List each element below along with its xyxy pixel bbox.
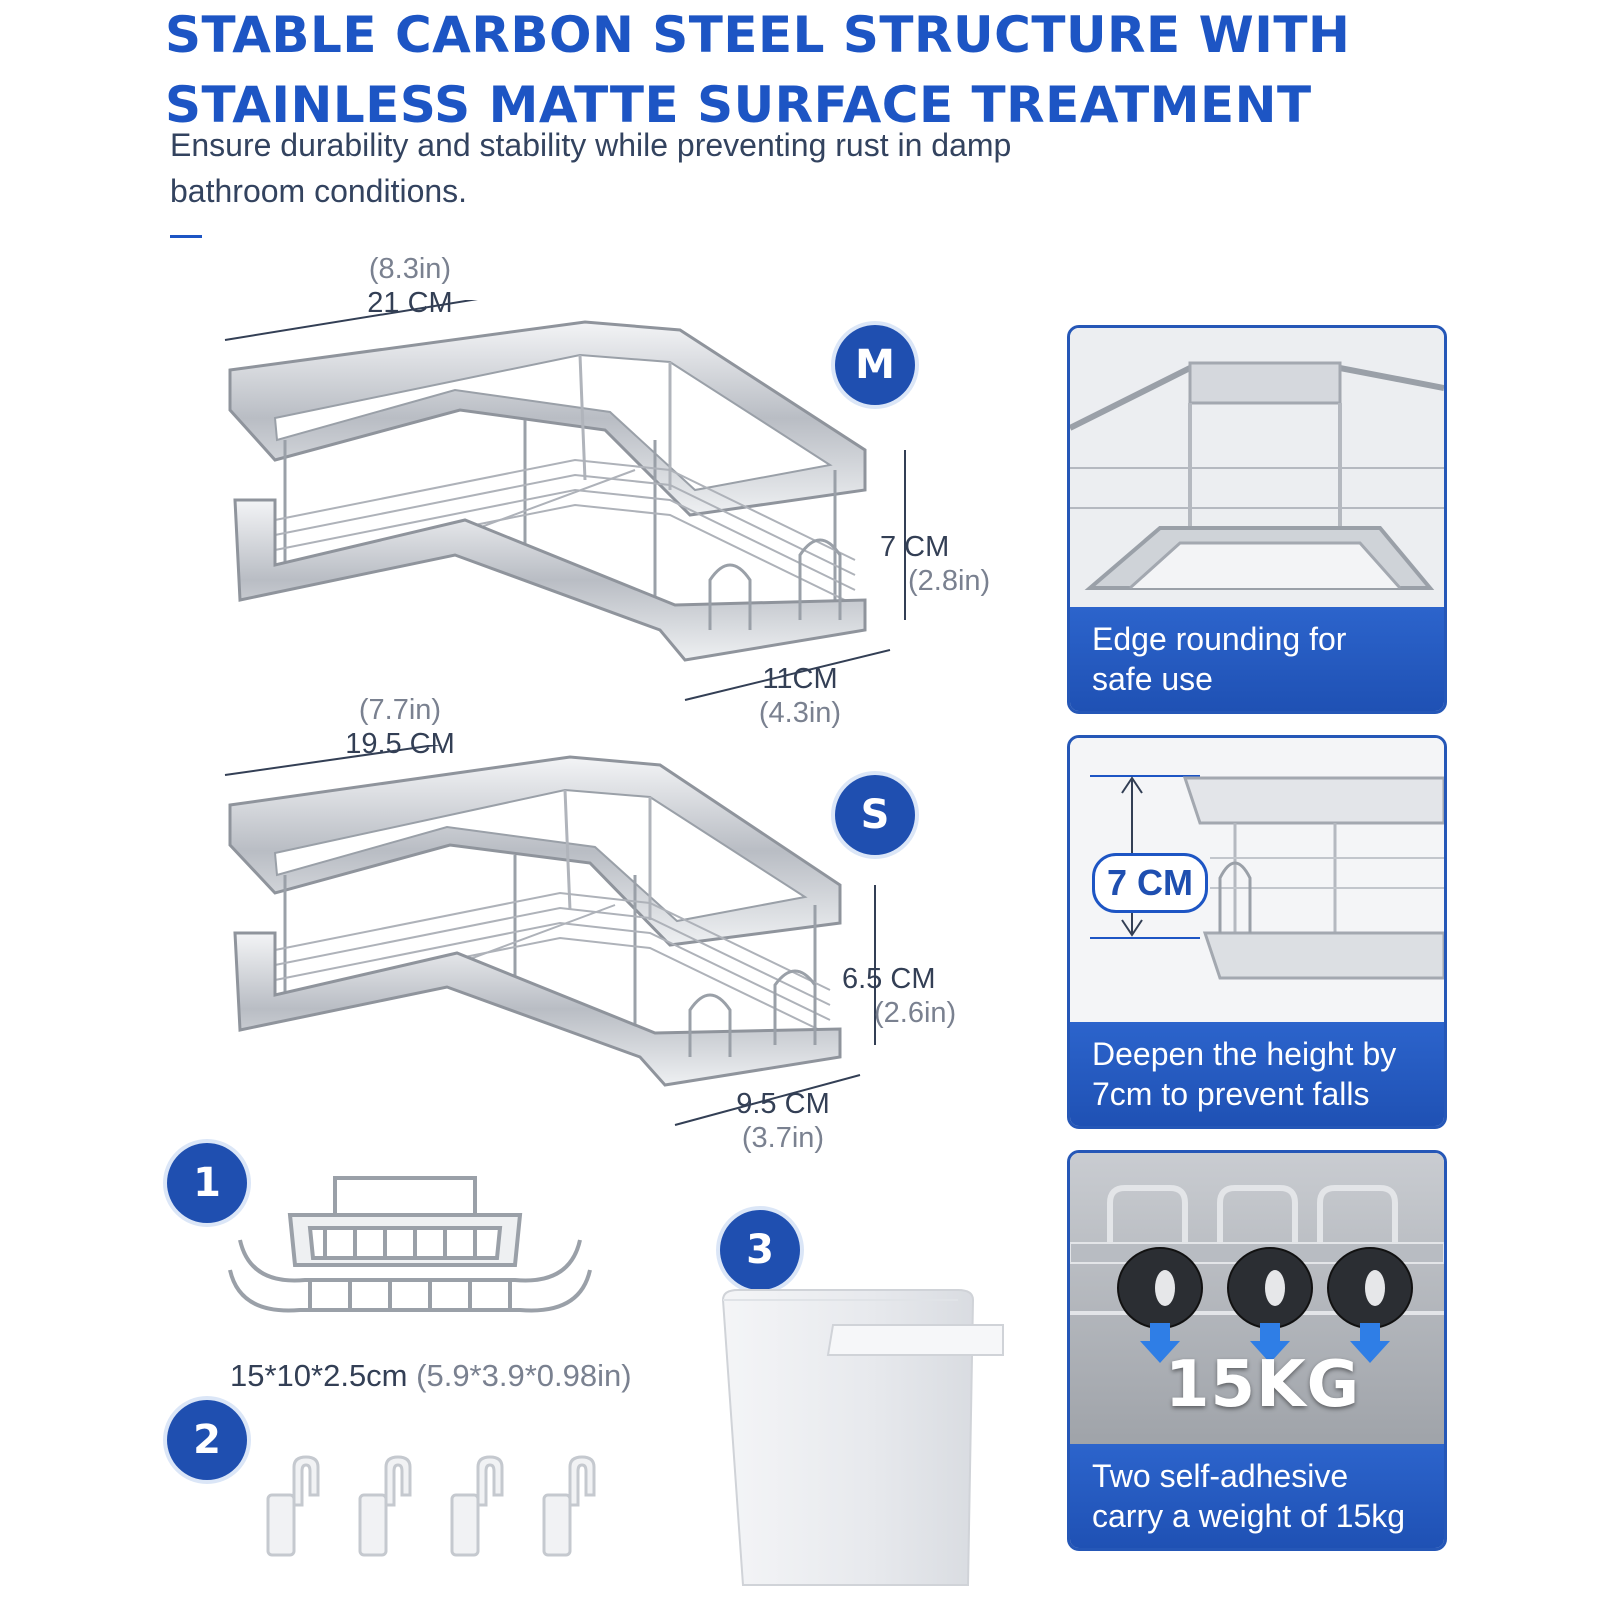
subheadline: Ensure durability and stability while pr… [170, 122, 1170, 214]
medium-depth-cm: 11CM [762, 663, 838, 695]
weight-panel: 15KG Two self-adhesive carry a weight of… [1067, 1150, 1447, 1551]
edge-rounding-panel: Edge rounding for safe use [1067, 325, 1447, 714]
headline-line-1: STABLE CARBON STEEL STRUCTURE WITH [165, 6, 1351, 64]
small-depth-cm: 9.5 CM [736, 1088, 830, 1120]
weight-capacity-label: 15KG [1165, 1348, 1361, 1422]
medium-height-in: (2.8in) [908, 565, 991, 597]
height-caption: Deepen the height by 7cm to prevent fall… [1070, 1022, 1444, 1126]
height-panel: 7 CM Deepen the height by 7cm to prevent… [1067, 735, 1447, 1129]
subheadline-line-1: Ensure durability and stability while pr… [170, 127, 1012, 163]
small-width-in: (7.7in) [358, 694, 442, 726]
hook-2 [358, 1455, 412, 1557]
weight-caption-line-1: Two self-adhesive [1092, 1458, 1349, 1494]
subheadline-line-2: bathroom conditions. [170, 173, 468, 209]
medium-depth-in: (4.3in) [758, 697, 842, 729]
edge-caption-line-1: Edge rounding for [1092, 621, 1347, 657]
edge-caption-line-2: safe use [1092, 661, 1213, 697]
small-depth-in: (3.7in) [741, 1122, 825, 1154]
weight-caption: Two self-adhesive carry a weight of 15kg [1070, 1444, 1444, 1548]
medium-height-cm: 7 CM [880, 531, 950, 563]
storage-bin-illustration [721, 1289, 1004, 1586]
small-depth-label: 9.5 CM (3.7in) [718, 1087, 848, 1155]
medium-height-label: 7 CM (2.8in) [880, 530, 1010, 598]
edge-closeup-photo [1070, 328, 1444, 628]
height-caption-line-2: 7cm to prevent falls [1092, 1076, 1370, 1112]
small-height-label: 6.5 CM (2.6in) [842, 962, 982, 1030]
soap-dish-dim-cm: 15*10*2.5cm [230, 1358, 408, 1393]
height-caption-line-1: Deepen the height by [1092, 1036, 1397, 1072]
medium-width-in: (8.3in) [368, 253, 452, 285]
hook-4 [542, 1455, 596, 1557]
accessory-2-badge: 2 [167, 1400, 247, 1480]
headline: STABLE CARBON STEEL STRUCTURE WITH STAIN… [165, 0, 1565, 140]
soap-dish-illustration [228, 1176, 592, 1313]
weight-caption-line-2: carry a weight of 15kg [1092, 1498, 1406, 1534]
small-height-cm: 6.5 CM [842, 963, 936, 995]
soap-dish-dimensions: 15*10*2.5cm (5.9*3.9*0.98in) [230, 1358, 632, 1394]
soap-dish-dim-in: (5.9*3.9*0.98in) [416, 1358, 632, 1393]
medium-width-cm: 21 CM [367, 287, 453, 319]
height-tag: 7 CM [1092, 853, 1209, 913]
accessory-3-badge: 3 [720, 1210, 800, 1290]
edge-rounding-caption: Edge rounding for safe use [1070, 607, 1444, 711]
hook-1 [266, 1455, 320, 1557]
size-m-badge: M [835, 325, 915, 405]
medium-depth-label: 11CM (4.3in) [745, 662, 855, 730]
adhesive-hooks-illustration [266, 1455, 596, 1557]
medium-shelf-illustration [224, 300, 906, 701]
size-s-badge: S [835, 775, 915, 855]
medium-width-label: (8.3in) 21 CM [335, 252, 485, 320]
small-shelf-illustration [224, 745, 876, 1126]
hook-3 [450, 1455, 504, 1557]
accessory-1-badge: 1 [167, 1143, 247, 1223]
accent-dash [170, 235, 202, 238]
small-width-cm: 19.5 CM [345, 728, 455, 760]
headline-line-2: STAINLESS MATTE SURFACE TREATMENT [165, 76, 1312, 134]
small-width-label: (7.7in) 19.5 CM [320, 693, 480, 761]
adhesive-hooks-photo [1070, 1153, 1444, 1453]
small-height-in: (2.6in) [874, 997, 957, 1029]
